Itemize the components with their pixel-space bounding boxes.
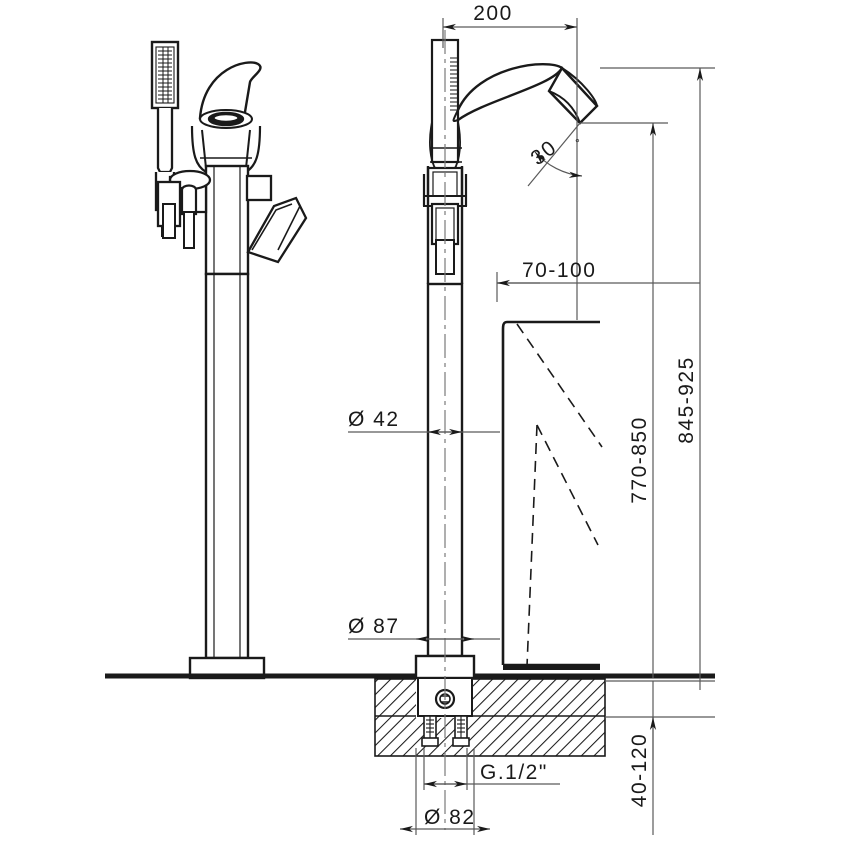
dim-swivel-angle: 30 — [527, 136, 562, 170]
floor-section-hatching — [374, 676, 606, 757]
lever-handle-3d — [246, 196, 308, 264]
swivel-spout-section — [452, 62, 599, 125]
dim-spout-reach: 200 — [473, 2, 513, 25]
dim-supply-thread: G.1/2" — [480, 761, 548, 784]
product-3d-view — [150, 40, 308, 680]
dim-rough-in-diameter: Ø 82 — [424, 806, 476, 829]
handshower-section — [429, 38, 462, 171]
dimension-lines — [348, 18, 715, 835]
dim-floor-depth: 40-120 — [628, 733, 651, 807]
dim-spout-height: 770-850 — [628, 416, 651, 504]
anchor-bolt — [421, 715, 439, 747]
diverter-block — [156, 169, 273, 249]
handshower-head — [150, 40, 180, 110]
cross-section-view — [414, 30, 599, 830]
mixer-body-3d — [204, 164, 250, 276]
degree-symbol: ° — [575, 136, 580, 150]
dim-column-diameter: Ø 42 — [348, 408, 400, 431]
column-3d — [204, 272, 250, 660]
bathtub-outline — [501, 320, 603, 670]
mixer-spout-3d — [190, 61, 262, 173]
dim-total-height: 845-925 — [675, 356, 698, 444]
anchor-bolt — [452, 715, 470, 747]
dim-base-diameter: Ø 87 — [348, 615, 400, 638]
dim-tub-rim-gap: 70-100 — [522, 259, 596, 282]
